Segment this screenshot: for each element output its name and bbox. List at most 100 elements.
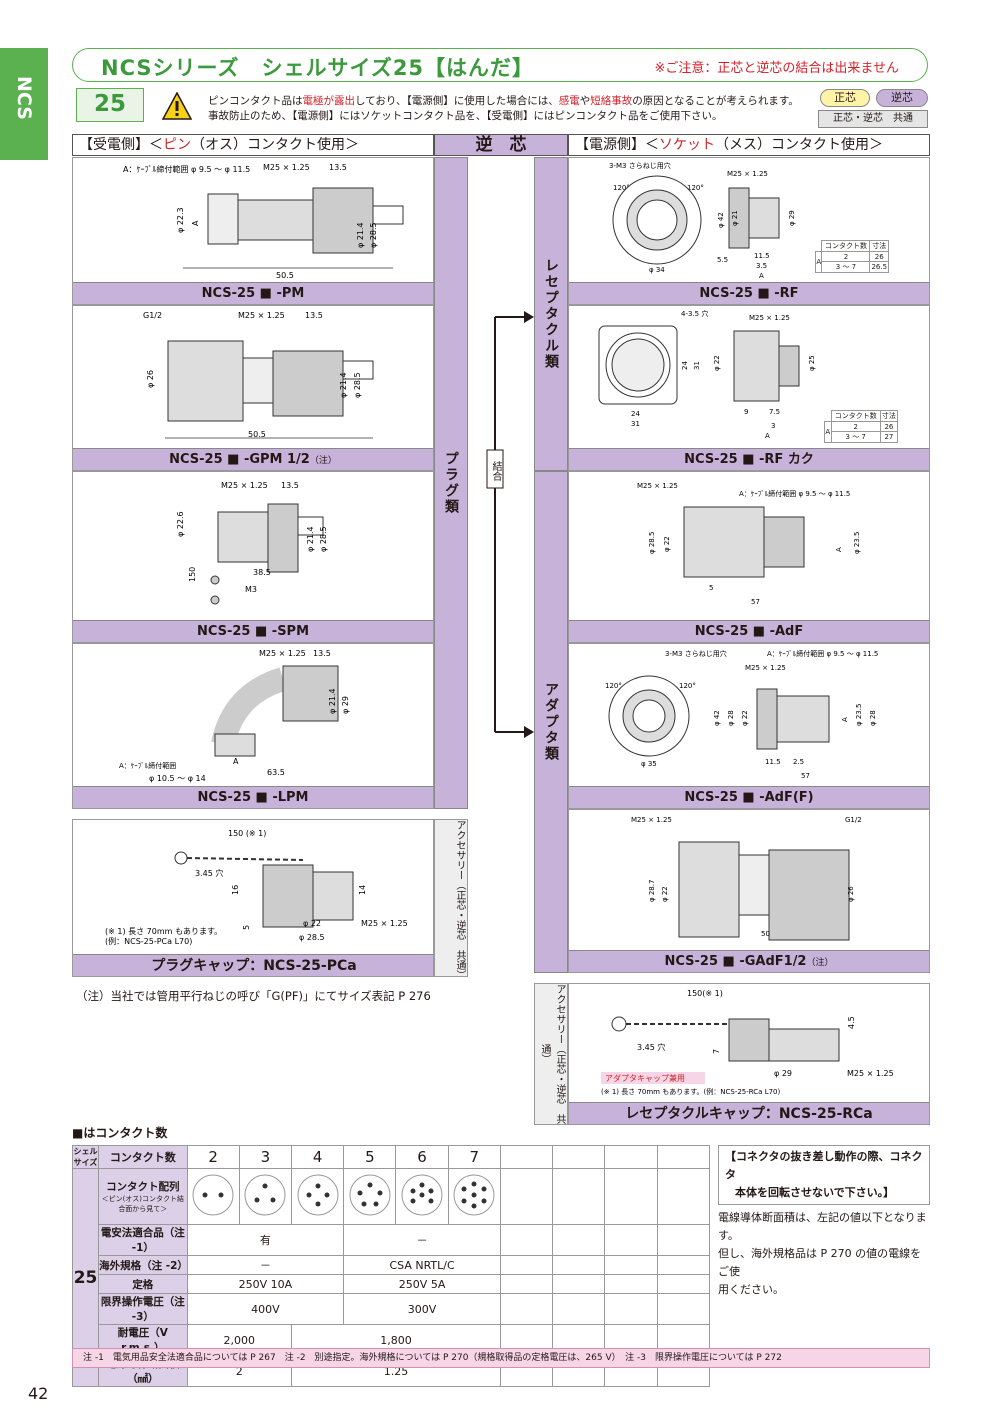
th-count: 5 (343, 1145, 397, 1169)
dim-text: A (841, 717, 849, 722)
dim-text: φ 23.5 (853, 532, 861, 554)
dim-text: φ 29 (774, 1069, 792, 1078)
dim-text: M3 (245, 585, 257, 594)
product-name: NCS-25 ■ -GPM 1/2 (169, 452, 310, 467)
empty-cell (499, 1293, 554, 1325)
dim-text: (※ 1) 長さ 70mm もあります。(例：NCS-25-RCa L70) (601, 1087, 781, 1096)
dim-text: φ 22 (661, 886, 669, 902)
mini-td: 2 (830, 421, 881, 432)
product-name: NCS-25 ■ -SPM (196, 624, 310, 639)
product-caption: NCS-25 ■ -GAdF1/2（注） (569, 950, 929, 972)
dim-text: φ 10.5 ～ φ 14 (149, 774, 206, 783)
dim-text: M25 × 1.25 (259, 649, 306, 658)
dim-text: A (759, 272, 764, 280)
plug-category-bar: プラグ類 (434, 157, 468, 809)
dim-text: 57 (801, 772, 810, 780)
product-note: （注） (309, 456, 337, 466)
drawing-gpm: G1/2 M25 × 1.25 13.5 50.5 φ 26 φ 21.4 φ … (143, 311, 374, 439)
dim-text: 7 (712, 1049, 721, 1054)
dim-text: 3.45 穴 (637, 1042, 665, 1052)
side-note-line: 本体を回転させないで下さい。】 (735, 1186, 895, 1199)
dim-text: φ 22 (663, 536, 671, 552)
dim-text: 50.5 (248, 430, 266, 439)
dim-text: φ 22.6 (176, 511, 185, 537)
dim-text: 13.5 (313, 649, 331, 658)
warn-seg-red: 短絡事故 (590, 95, 633, 107)
dim-text: 13.5 (281, 481, 299, 490)
rotation-warning-box: 【コネクタの抜き差し動作の際、コネクタ 本体を回転させないで下さい。】 (718, 1145, 930, 1205)
contact-layout-4 (290, 1168, 345, 1225)
dim-text: 9 (744, 408, 748, 416)
dim-text: M25 × 1.25 (238, 311, 285, 320)
product-note: （注） (806, 958, 834, 968)
title-bar: NCSシリーズ シェルサイズ25【はんだ】 ※ご注意：正芯と逆芯の結合は出来ませ… (72, 48, 928, 82)
dim-text: M25 × 1.25 (637, 482, 678, 490)
hdr-accent: ソケット (659, 137, 715, 153)
receptacle-cap-panel: 150(※ 1) 3.45 穴 7 4.5 φ 29 M25 × 1.25 アダ… (568, 983, 930, 1125)
accessory-tag-right: アクセサリー（正芯・逆芯 共通） (534, 983, 568, 1125)
empty-cell (604, 1293, 658, 1325)
side-note-line: 但し、海外規格品は P 270 の値の電線をご使 (718, 1247, 922, 1278)
header-power-side: 【電源側】＜ソケット（メス）コンタクト使用＞ (568, 134, 930, 156)
dim-text: 24 (681, 361, 689, 370)
dim-text: 120° (687, 184, 704, 192)
dim-text: 150 (※ 1) (228, 829, 266, 838)
series-side-tab: NCS (0, 48, 48, 160)
empty-cell (656, 1168, 711, 1225)
dim-text: φ 26 (146, 370, 155, 388)
legend-contacts: ■はコンタクト数 (72, 1126, 168, 1140)
empty-cell (552, 1293, 606, 1325)
drawing-pm: A：ｹｰﾌﾞﾙ締付範囲 φ 9.5 ～ φ 11.5 M25 × 1.25 13… (123, 163, 404, 280)
th-contacts: コンタクト数 (98, 1145, 188, 1169)
join-label: 結合 (490, 461, 501, 481)
product-name: NCS-25 ■ -RF カク (684, 452, 814, 467)
dim-text: 7.5 (769, 408, 780, 416)
empty-cell (604, 1255, 658, 1275)
row-label-pse: 電安法適合品（注 -1） (98, 1224, 188, 1256)
mini-td: 3 ～ 7 (821, 261, 871, 273)
dim-text: φ 28 (869, 710, 877, 726)
drawing-gadf: M25 × 1.25 G1/2 φ 28.7 φ 22 φ 26 50 (631, 816, 862, 941)
row-label-limit: 限界操作電圧（注 -3） (98, 1293, 188, 1325)
dim-text: φ 35 (641, 760, 657, 768)
dim-text: (例：NCS-25-PCa L70) (105, 936, 192, 946)
mini-td: 26.5 (869, 261, 889, 273)
th-empty (656, 1145, 711, 1169)
dim-text: φ 28 (727, 710, 735, 726)
empty-cell (499, 1274, 554, 1294)
join-arrows (486, 311, 534, 738)
drawing-rf: 3-M3 さらねじ用穴 120° 120° φ 34 M25 × 1.25 φ … (609, 161, 796, 280)
dim-text: 57 (751, 598, 760, 606)
dim-text: M25 × 1.25 (631, 816, 672, 824)
dim-text: M25 × 1.25 (263, 163, 310, 172)
empty-cell (499, 1168, 554, 1225)
hdr-seg: 【受電側】＜ (79, 137, 163, 153)
product-caption: NCS-25 ■ -PM (73, 282, 433, 304)
dim-text: φ 21.4 (339, 372, 348, 398)
th-shell-size: シェルサイズ (71, 1145, 100, 1169)
product-caption: NCS-25 ■ -SPM (73, 620, 433, 642)
hdr-seg: （メス）コンタクト使用＞ (715, 137, 883, 153)
accessory-tag-left: アクセサリー（正芯・逆芯 共通） (434, 819, 468, 980)
dim-text: 11.5 (765, 758, 781, 766)
dim-text: M25 × 1.25 (727, 170, 768, 178)
dim-text: 2.5 (793, 758, 804, 766)
dim-text: φ 42 (713, 710, 721, 726)
product-panel-gpm: G1/2 M25 × 1.25 13.5 50.5 φ 26 φ 21.4 φ … (72, 305, 434, 471)
warn-seg: しており、【電源側】に使用した場合には、 (355, 95, 559, 107)
limit-value-b: 300V (343, 1293, 501, 1325)
dim-text: 13.5 (329, 163, 347, 172)
dim-text: A (233, 757, 239, 766)
dim-text: φ 28.5 (353, 372, 362, 398)
dim-text: φ 28.5 (369, 222, 378, 248)
product-panel-adf-f: 3-M3 さらねじ用穴 A：ｹｰﾌﾞﾙ締付範囲 φ 9.5 ～ φ 11.5 M… (568, 643, 930, 809)
product-panel-pm: A：ｹｰﾌﾞﾙ締付範囲 φ 9.5 ～ φ 11.5 M25 × 1.25 13… (72, 157, 434, 305)
product-panel-spm: M25 × 1.25 13.5 φ 22.6 φ 21.4 φ 28.5 38.… (72, 471, 434, 643)
dim-text: A (835, 547, 843, 552)
dim-text: A：ｹｰﾌﾞﾙ締付範囲 φ 9.5 ～ φ 11.5 (739, 489, 850, 498)
warning-line-1: ピンコンタクト品は電極が露出しており、【電源側】に使用した場合には、感電や短絡事… (208, 94, 799, 109)
side-tab-label: NCS (13, 76, 35, 120)
dim-text: A (191, 220, 200, 226)
dim-text: φ 28.5 (648, 532, 656, 554)
